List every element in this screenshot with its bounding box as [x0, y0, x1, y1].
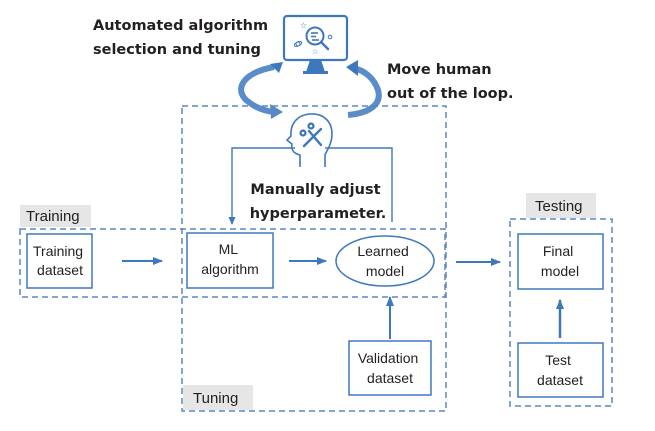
- svg-text:Validation dataset: Validation dataset: [358, 350, 422, 386]
- testing-group: [509, 218, 613, 407]
- tuning-tag-bg: [183, 385, 253, 410]
- move-human-annotation: Move human out of the loop.: [387, 62, 514, 102]
- tuning-group: [181, 105, 447, 412]
- svg-text:Test dataset: Test dataset: [537, 352, 583, 388]
- svg-text:Training dataset: Training dataset: [33, 243, 87, 278]
- final-model-node: Final model: [517, 233, 604, 290]
- svg-text:☆: ☆: [312, 48, 318, 56]
- svg-text:☆: ☆: [300, 21, 307, 30]
- training-group-label: Training: [26, 208, 80, 225]
- training-dataset-node: Training dataset: [26, 233, 93, 289]
- validation-dataset-node: Validation dataset: [348, 340, 432, 396]
- svg-text:Final model: Final model: [541, 243, 579, 279]
- manual-adjust-arrow: [228, 147, 295, 225]
- monitor-search-icon: ☆ ☆: [282, 14, 349, 74]
- automated-annotation: Automated algorithm selection and tuning: [93, 18, 273, 58]
- testing-group-label: Testing: [535, 198, 583, 215]
- ml-algorithm-node: ML algorithm: [186, 232, 274, 289]
- training-row-group: [19, 228, 446, 298]
- test-dataset-node: Test dataset: [517, 342, 604, 398]
- training-tag-bg: [20, 205, 91, 227]
- head-gears-icon: [285, 113, 333, 167]
- manual-annotation: Manually adjust hyperparameter.: [250, 182, 387, 222]
- svg-text:ML algorithm: ML algorithm: [201, 241, 259, 277]
- automation-loop-arrows: [238, 60, 382, 119]
- learned-model-node: Learned model: [335, 235, 435, 287]
- tuning-group-label: Tuning: [193, 390, 238, 407]
- svg-text:Learned model: Learned model: [357, 243, 412, 279]
- manual-adjust-line: [325, 147, 393, 222]
- testing-tag-bg: [526, 193, 596, 218]
